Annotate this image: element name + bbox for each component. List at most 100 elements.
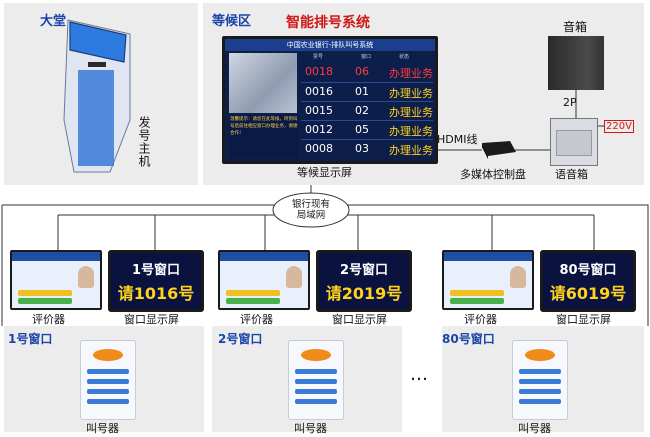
window-zone-label: 80号窗口 bbox=[442, 332, 495, 346]
evaluator-label: 评价器 bbox=[240, 313, 273, 326]
evaluator-button-row bbox=[226, 298, 280, 304]
voice-box-panel bbox=[556, 130, 592, 156]
media-box-label: 多媒体控制盘 bbox=[460, 168, 526, 181]
ellipsis: … bbox=[410, 364, 428, 385]
window-display-screen: 1号窗口请1016号 bbox=[108, 250, 204, 312]
hdmi-label: HDMI线 bbox=[437, 133, 478, 146]
window-screen-title: 1号窗口 bbox=[131, 263, 181, 278]
window-screen-label: 窗口显示屏 bbox=[556, 313, 611, 326]
evaluator-button-row bbox=[18, 290, 72, 296]
row-status: 办理业务 bbox=[389, 67, 433, 80]
pager-label: 叫号器 bbox=[294, 422, 327, 435]
row-ticket: 0012 bbox=[305, 123, 333, 136]
pager-bar bbox=[519, 379, 561, 384]
row-status: 办理业务 bbox=[389, 87, 433, 100]
evaluator-device bbox=[442, 250, 534, 310]
window-zone-label: 1号窗口 bbox=[8, 332, 53, 346]
pager-device bbox=[288, 340, 344, 420]
pager-bar bbox=[295, 369, 337, 374]
pager-button bbox=[93, 349, 123, 361]
evaluator-button-row bbox=[18, 298, 72, 304]
pager-bar bbox=[295, 399, 337, 404]
system-title: 智能排号系统 bbox=[286, 15, 370, 31]
window-screen-number: 请6019号 bbox=[549, 284, 627, 303]
waiting-screen-caption: 等候显示屏 bbox=[297, 166, 352, 179]
pager-bar bbox=[87, 369, 129, 374]
kiosk-label: 发号主机 bbox=[137, 116, 151, 168]
row-window: 06 bbox=[355, 65, 369, 78]
waiting-screen-columns: 票号 窗口 状态 bbox=[301, 53, 433, 61]
evaluator-button-row bbox=[226, 290, 280, 296]
row-ticket: 0018 bbox=[305, 65, 333, 78]
staff-photo bbox=[286, 266, 302, 288]
staff-photo bbox=[78, 266, 94, 288]
evaluator-device bbox=[10, 250, 102, 310]
waiting-screen-row: 0008 03 办理业务 bbox=[301, 139, 433, 158]
waiting-screen-header: 中国农业银行-排队叫号系统 bbox=[225, 39, 435, 51]
pager-label: 叫号器 bbox=[518, 422, 551, 435]
pager-device bbox=[80, 340, 136, 420]
window-display-screen: 2号窗口请2019号 bbox=[316, 250, 412, 312]
evaluator-label: 评价器 bbox=[32, 313, 65, 326]
speaker-cable-label: 2P bbox=[563, 96, 577, 109]
pager-bar bbox=[519, 369, 561, 374]
evaluator-button-row bbox=[450, 290, 504, 296]
row-ticket: 0016 bbox=[305, 85, 333, 98]
waiting-screen-row: 0012 05 办理业务 bbox=[301, 120, 433, 139]
evaluator-titlebar bbox=[12, 252, 100, 261]
row-window: 01 bbox=[355, 85, 369, 98]
pager-bar bbox=[87, 379, 129, 384]
pager-device bbox=[512, 340, 568, 420]
window-screen-title: 2号窗口 bbox=[339, 263, 389, 278]
speaker-icon bbox=[548, 36, 604, 90]
pager-bar bbox=[519, 399, 561, 404]
network-frame-line bbox=[2, 204, 649, 326]
column-window: 窗口 bbox=[361, 54, 372, 60]
evaluator-button-row bbox=[450, 298, 504, 304]
staff-photo bbox=[510, 266, 526, 288]
evaluator-device bbox=[218, 250, 310, 310]
voice-box-label: 语音箱 bbox=[555, 168, 588, 181]
row-status: 办理业务 bbox=[389, 106, 433, 119]
evaluator-titlebar bbox=[444, 252, 532, 261]
waiting-screen-row: 0015 02 办理业务 bbox=[301, 101, 433, 120]
row-window: 05 bbox=[355, 123, 369, 136]
window-screen-label: 窗口显示屏 bbox=[124, 313, 179, 326]
window-screen-title: 80号窗口 bbox=[559, 263, 617, 278]
pager-bar bbox=[295, 379, 337, 384]
pager-bar bbox=[87, 389, 129, 394]
pager-bar bbox=[519, 389, 561, 394]
voltage-label: 220V bbox=[604, 120, 634, 133]
waiting-display-screen: 中国农业银行-排队叫号系统 温馨提示：请您在此等候，听到叫号后前往相应窗口办理业… bbox=[222, 36, 438, 164]
window-display-screen: 80号窗口请6019号 bbox=[540, 250, 636, 312]
row-window: 02 bbox=[355, 104, 369, 117]
pager-button bbox=[525, 349, 555, 361]
zone-label-lobby: 大堂 bbox=[40, 14, 67, 29]
waiting-screen-notice: 温馨提示：请您在此等候，听到叫号后前往相应窗口办理业务，谢谢合作！ bbox=[229, 115, 299, 159]
pager-label: 叫号器 bbox=[86, 422, 119, 435]
speaker-label: 音箱 bbox=[563, 20, 588, 34]
window-screen-number: 请1016号 bbox=[117, 284, 195, 303]
window-screen-number: 请2019号 bbox=[325, 284, 403, 303]
pager-bar bbox=[295, 389, 337, 394]
network-ellipse bbox=[272, 192, 350, 228]
row-status: 办理业务 bbox=[389, 125, 433, 138]
waiting-screen-row: 0016 01 办理业务 bbox=[301, 82, 433, 101]
pager-bar bbox=[87, 399, 129, 404]
pager-button bbox=[301, 349, 331, 361]
bank-photo bbox=[229, 53, 297, 113]
window-screen-label: 窗口显示屏 bbox=[332, 313, 387, 326]
waiting-screen-row: 0018 06 办理业务 bbox=[301, 63, 433, 81]
window-zone-label: 2号窗口 bbox=[218, 332, 263, 346]
row-ticket: 0008 bbox=[305, 142, 333, 155]
column-ticket: 票号 bbox=[313, 54, 324, 60]
evaluator-label: 评价器 bbox=[464, 313, 497, 326]
row-status: 办理业务 bbox=[389, 144, 433, 157]
zone-label-waiting: 等候区 bbox=[212, 14, 252, 29]
row-window: 03 bbox=[355, 142, 369, 155]
row-ticket: 0015 bbox=[305, 104, 333, 117]
